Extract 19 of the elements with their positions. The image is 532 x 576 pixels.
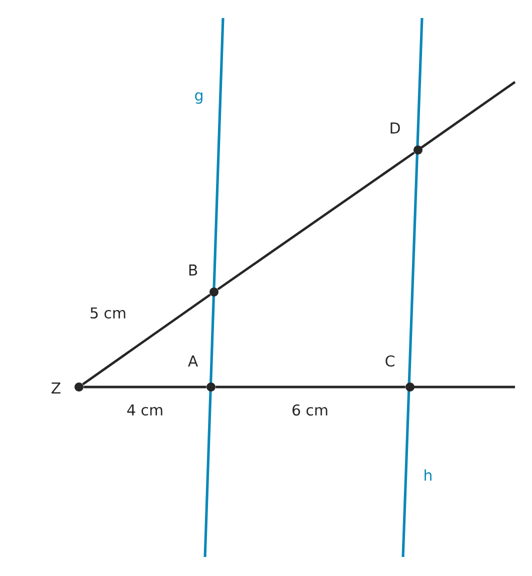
point-label: D (390, 122, 400, 134)
point-label: Z (52, 382, 60, 394)
line-segment (217, 152, 415, 290)
point-label: B (189, 264, 198, 276)
line-label: h (424, 469, 432, 481)
point (414, 146, 422, 154)
point (210, 288, 218, 296)
line-segment (216, 386, 406, 388)
point-label: C (386, 355, 394, 367)
length-label: 4 cm (125, 403, 164, 417)
line-segment (82, 294, 211, 386)
point (406, 382, 414, 392)
point (206, 382, 216, 392)
point (74, 382, 84, 392)
length-label: 5 cm (88, 306, 128, 320)
length-label: 6 cm (290, 403, 330, 417)
point-label: A (188, 356, 198, 366)
line-segment (84, 386, 206, 388)
line-label: g (195, 92, 202, 104)
